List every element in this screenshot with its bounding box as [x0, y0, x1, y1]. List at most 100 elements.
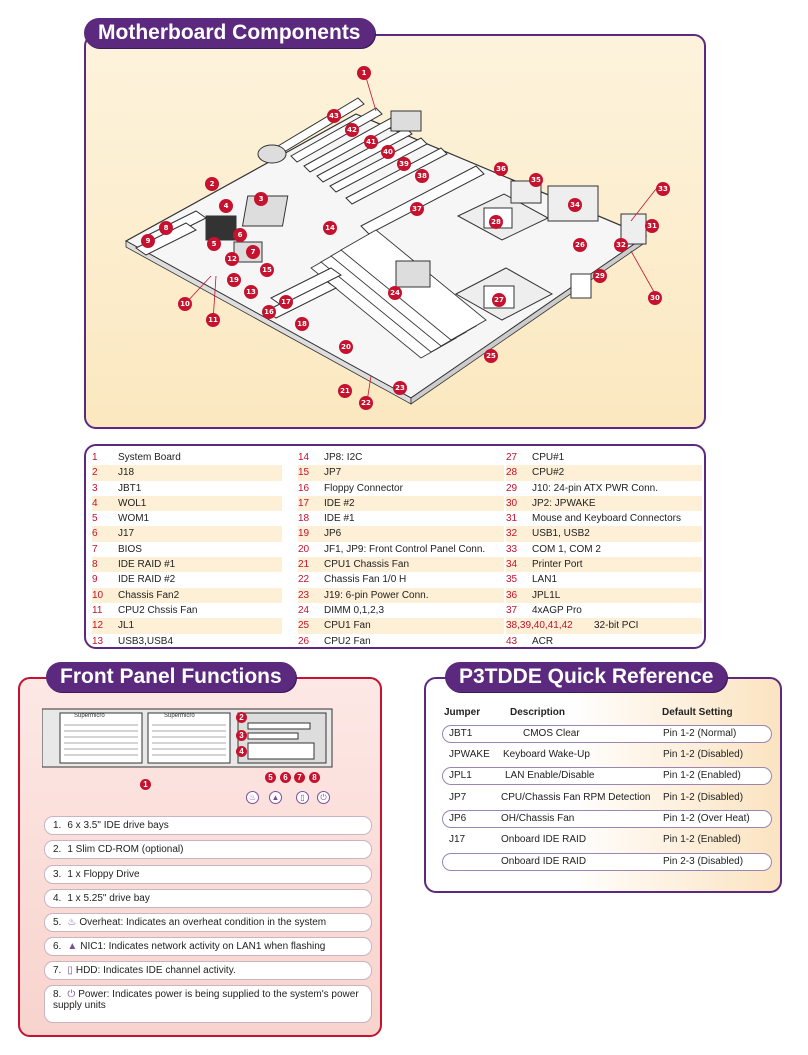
nic-icon: ▲	[269, 791, 282, 804]
front-panel-title: Front Panel Functions	[46, 662, 296, 692]
front-panel-item: 6.▲NIC1: Indicates network activity on L…	[44, 937, 372, 956]
callout-24: 24	[388, 286, 402, 300]
callout-25: 25	[484, 349, 498, 363]
callout-38: 38	[415, 169, 429, 183]
callout-11: 11	[206, 313, 220, 327]
motherboard-title: Motherboard Components	[84, 18, 375, 48]
diagram-number-8: 8	[309, 772, 320, 783]
header-jumper: Jumper	[444, 707, 481, 718]
overheat-icon: ♨	[246, 791, 259, 804]
header-description: Description	[510, 707, 566, 718]
callout-17: 17	[279, 295, 293, 309]
callout-7: 7	[246, 245, 260, 259]
front-panel-item: 2.1 Slim CD-ROM (optional)	[44, 840, 372, 859]
callout-31: 31	[645, 219, 659, 233]
callout-41: 41	[364, 135, 378, 149]
callout-23: 23	[393, 381, 407, 395]
front-panel-item: 8.⏻Power: Indicates power is being suppl…	[44, 985, 372, 1023]
callout-42: 42	[345, 123, 359, 137]
callout-16: 16	[262, 305, 276, 319]
front-panel-item: 1.6 x 3.5" IDE drive bays	[44, 816, 372, 835]
callout-29: 29	[593, 269, 607, 283]
callout-28: 28	[489, 215, 503, 229]
callout-34: 34	[568, 198, 582, 212]
callout-33: 33	[656, 182, 670, 196]
callout-32: 32	[614, 238, 628, 252]
bay-label-2: Supermicro	[164, 713, 195, 719]
diagram-number-5: 5	[265, 772, 276, 783]
diagram-number-4: 4	[236, 746, 247, 757]
callout-18: 18	[295, 317, 309, 331]
hdd-icon: ▯	[67, 965, 73, 976]
front-panel-item: 4.1 x 5.25" drive bay	[44, 889, 372, 908]
callout-22: 22	[359, 396, 373, 410]
front-panel-item: 5.♨Overheat: Indicates an overheat condi…	[44, 913, 372, 932]
callout-13: 13	[244, 285, 258, 299]
header-default: Default Setting	[662, 707, 733, 718]
power-icon: ⏻	[317, 791, 330, 804]
diagram-number-6: 6	[280, 772, 291, 783]
callout-37: 37	[410, 202, 424, 216]
bay-label-1: Supermicro	[74, 713, 105, 719]
chassis-diagram	[42, 708, 333, 768]
motherboard-panel: 1 2 3 4 5 6 7 8 9 10 11 12 13 14 15 16 1…	[84, 34, 706, 429]
diagram-number-3: 3	[236, 730, 247, 741]
callout-30: 30	[648, 291, 662, 305]
callout-10: 10	[178, 297, 192, 311]
callout-9: 9	[141, 234, 155, 248]
callout-5: 5	[207, 237, 221, 251]
callout-40: 40	[381, 145, 395, 159]
callout-20: 20	[339, 340, 353, 354]
callout-27: 27	[492, 293, 506, 307]
callout-2: 2	[205, 177, 219, 191]
callout-39: 39	[397, 157, 411, 171]
motherboard-diagram	[124, 73, 659, 409]
callout-21: 21	[338, 384, 352, 398]
callout-26: 26	[573, 238, 587, 252]
front-panel-section: Supermicro Supermicro 2 3 4 1 5 6 7 8 ♨ …	[18, 677, 382, 1037]
